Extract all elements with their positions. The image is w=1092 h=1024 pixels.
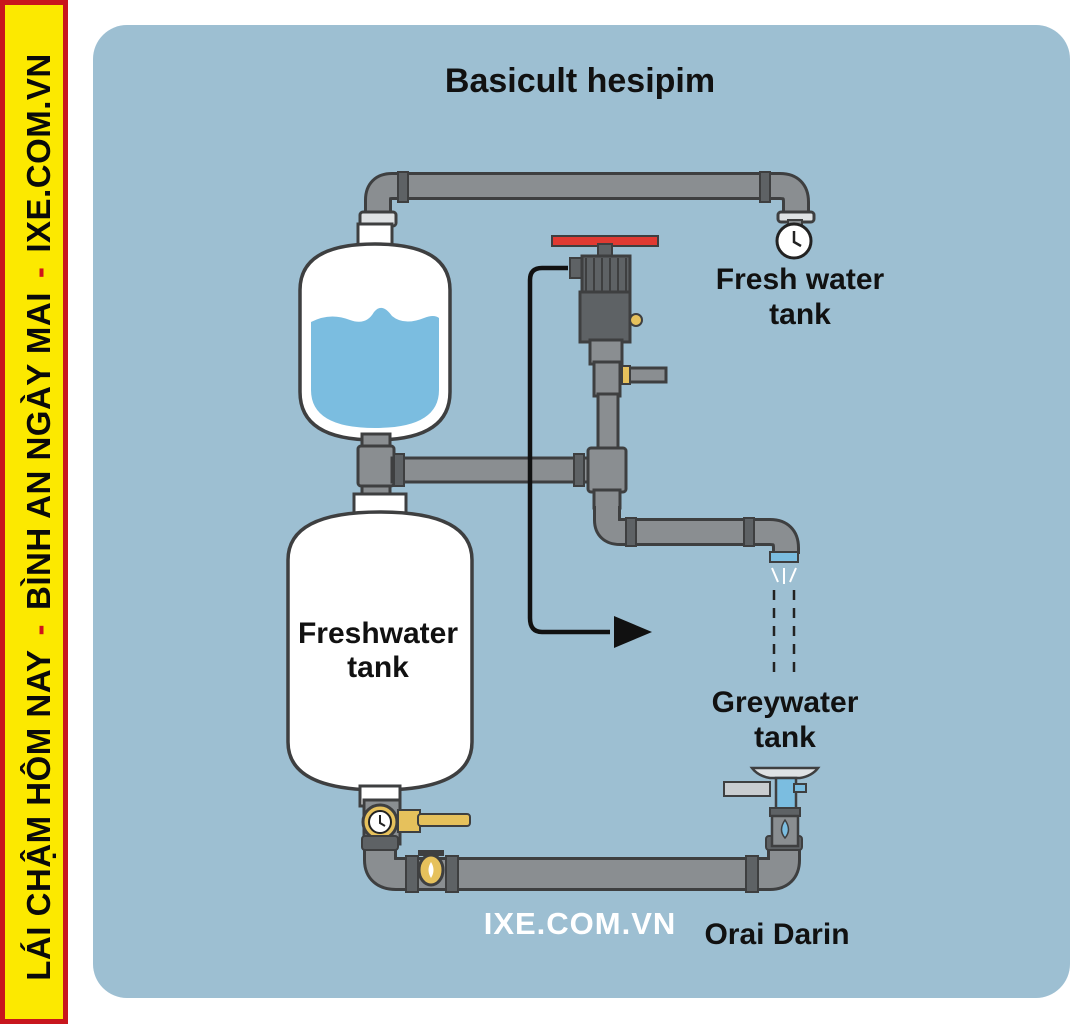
middle-pipe xyxy=(390,453,604,487)
freshwater-tank-label: Freshwater tank xyxy=(278,617,478,685)
clock-gauge-icon xyxy=(775,219,813,260)
freshwater-tank-label-text: Freshwater tank xyxy=(297,617,459,684)
outlet-pipe xyxy=(593,506,800,584)
bottom-return-pipe xyxy=(361,835,803,893)
fresh-water-tank-label-text: Fresh water tank xyxy=(715,263,885,331)
greywater-tank-label-text: Greywater tank xyxy=(711,686,859,754)
diagram-title: Basicult hesipim xyxy=(444,62,716,100)
upper-water-tank xyxy=(298,222,452,442)
flow-dashes xyxy=(772,590,796,676)
watermark: IXE.COM.VN xyxy=(483,906,677,941)
greywater-tank-label: Greywater tank xyxy=(680,685,890,755)
side-banner: LÁI CHẬM HÔM NAY-BÌNH AN NGÀY MAI-IXE.CO… xyxy=(0,0,68,1024)
drain-label: Orai Darin xyxy=(704,918,850,951)
faucet-icon xyxy=(723,766,821,848)
top-supply-pipe xyxy=(358,171,816,228)
fresh-water-tank-label: Fresh water tank xyxy=(690,262,910,332)
valve-handle-icon xyxy=(417,850,445,887)
water-drop-icon xyxy=(780,818,790,840)
flow-arrow-icon xyxy=(527,265,652,648)
valve-assembly xyxy=(551,235,668,510)
